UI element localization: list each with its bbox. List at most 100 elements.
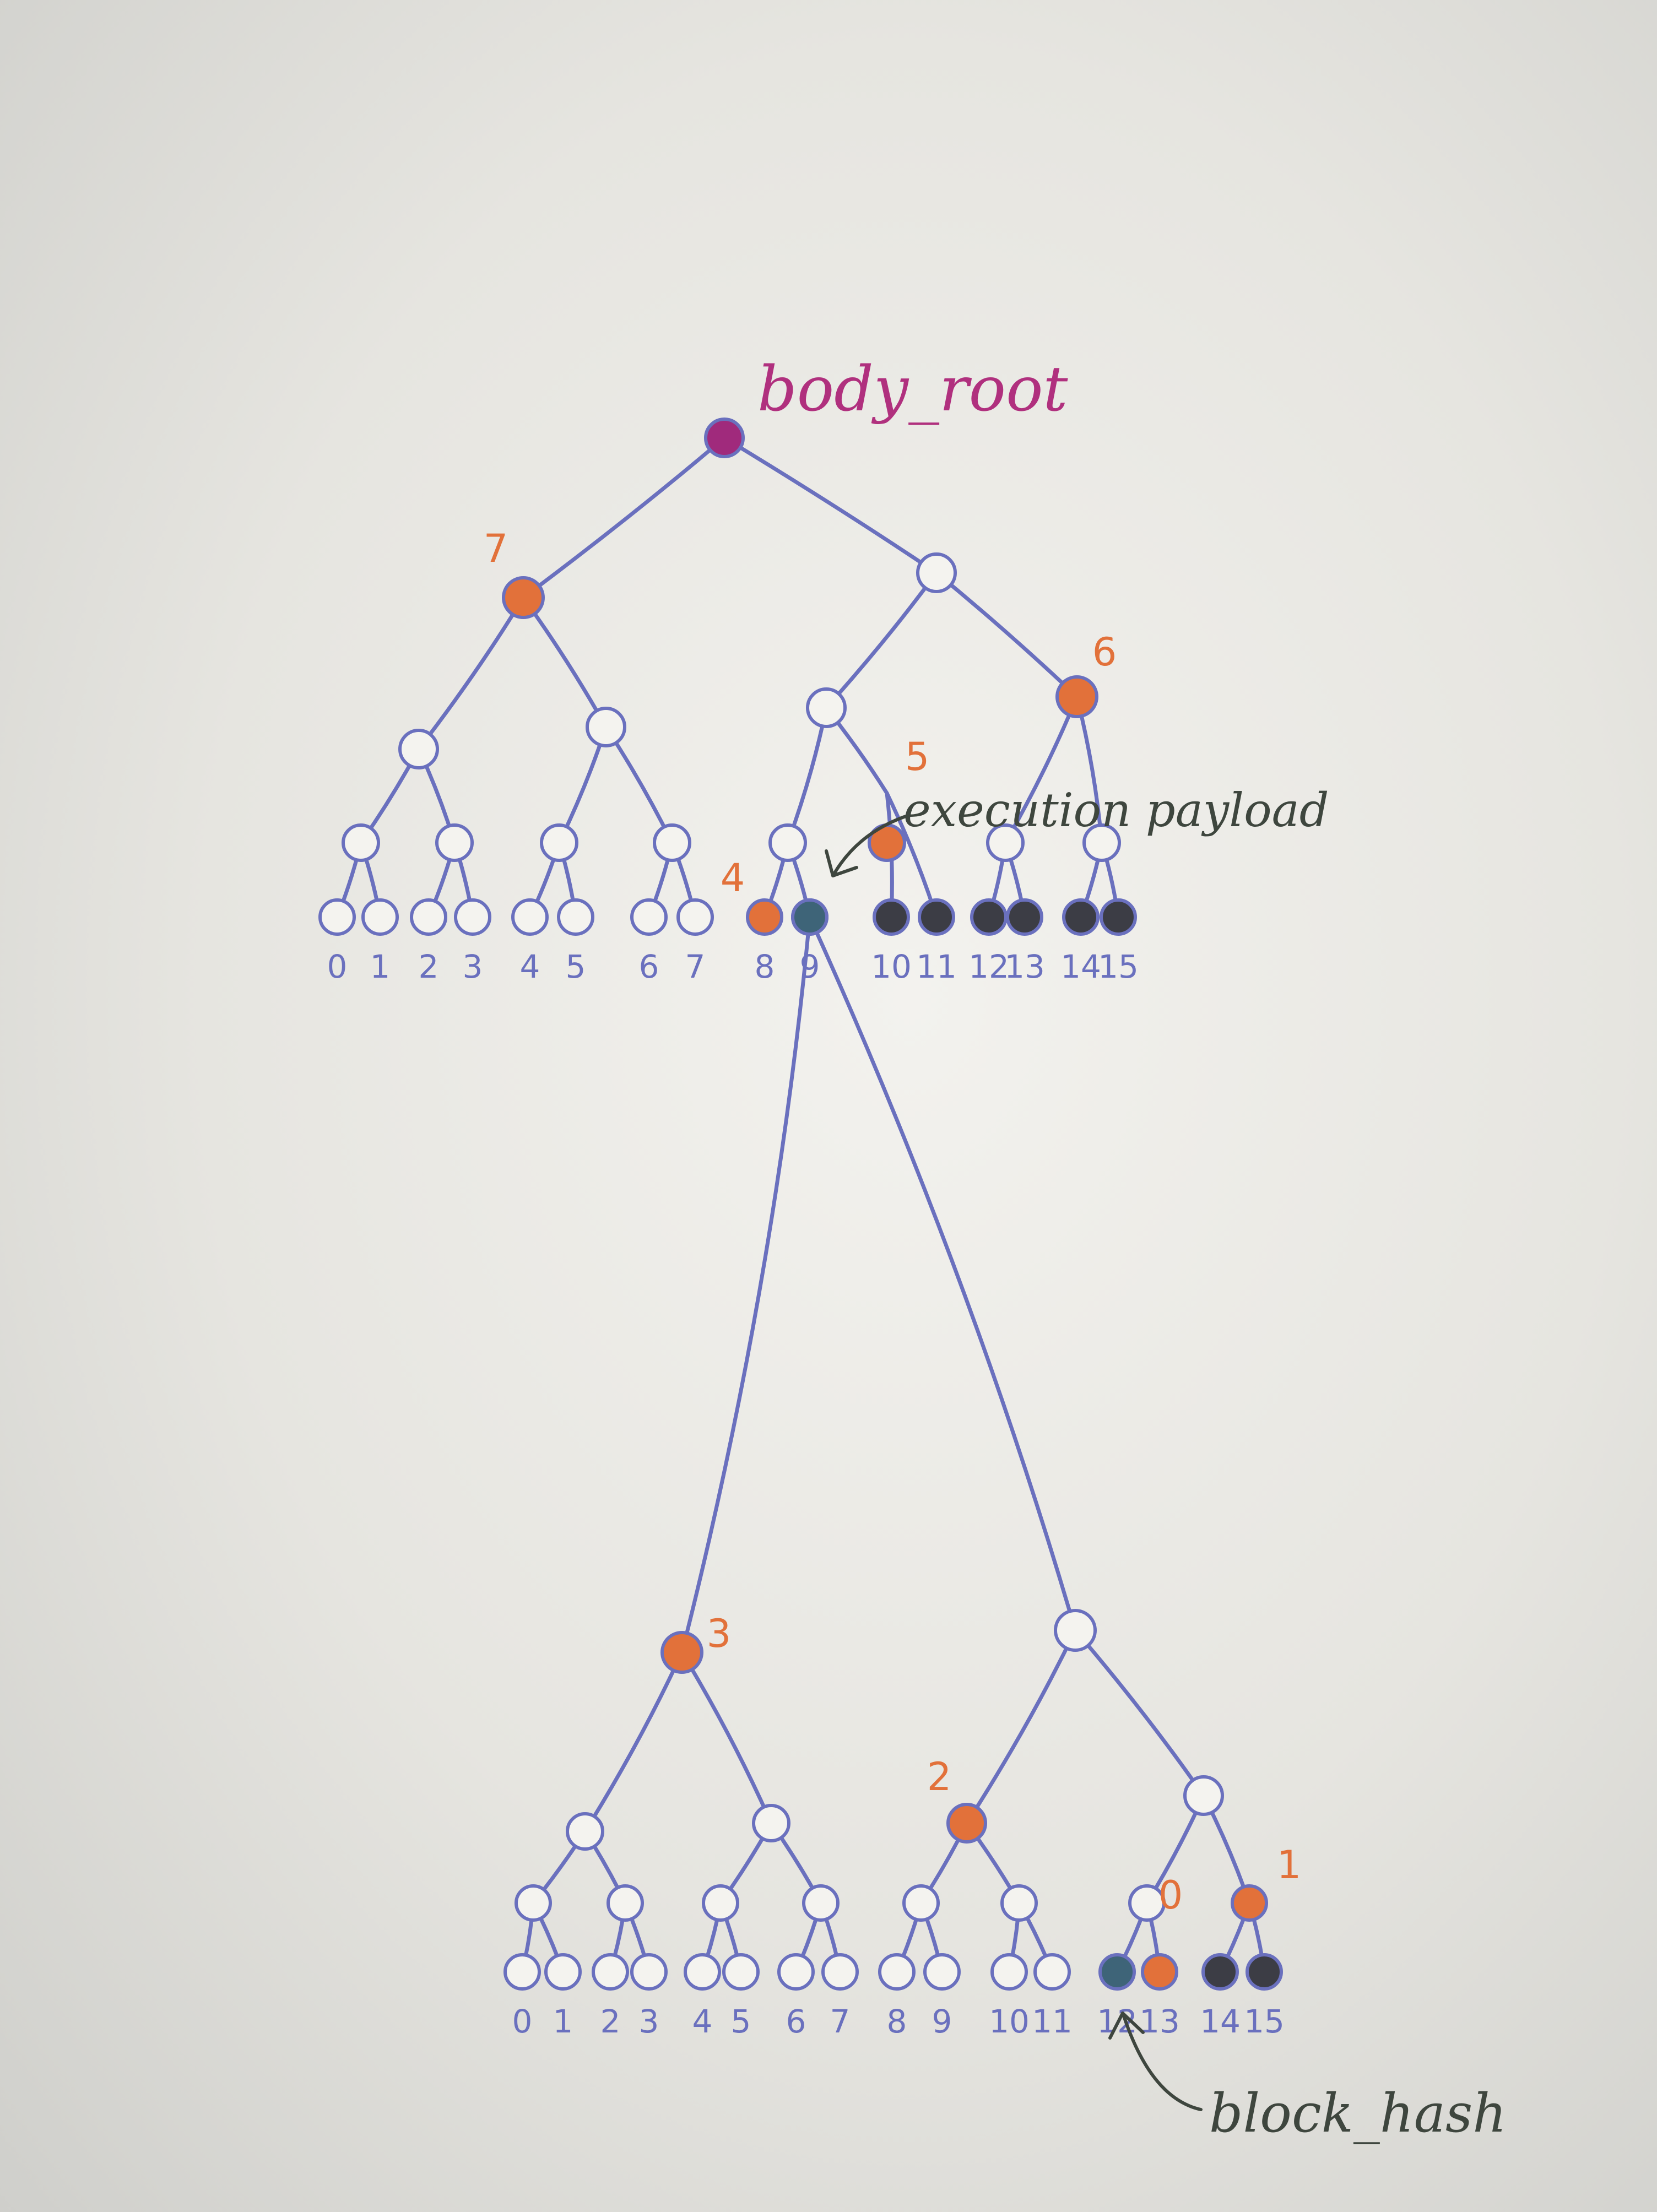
lower-leaf-14: [1201, 1953, 1239, 1991]
node-L30: [342, 823, 380, 862]
node-B: [916, 552, 957, 593]
lower-leaf-label-2: 2: [600, 2003, 621, 2040]
lower-leaf-label-13: 13: [1139, 2003, 1180, 2040]
lower-leaf-5: [722, 1953, 760, 1991]
upper-leaf-label-5: 5: [566, 948, 586, 985]
lower-leaf-label-8: 8: [887, 2003, 907, 2040]
upper-leaf-label-10: 10: [871, 948, 912, 985]
lower-leaf-11: [1033, 1953, 1071, 1991]
execution-payload-arrowhead: [825, 849, 858, 877]
node-LAB: [752, 1804, 790, 1842]
lower-leaf-label-5: 5: [731, 2003, 751, 2040]
edge-B-BA: [824, 571, 939, 710]
lower-leaf-8: [878, 1953, 916, 1991]
edge-LA-LAA: [583, 1650, 684, 1834]
lower-leaf-label-4: 4: [692, 2003, 713, 2040]
lower-leaf-label-15: 15: [1244, 2003, 1285, 2040]
upper-leaf-label-3: 3: [463, 948, 483, 985]
execution-payload-arrow: [833, 814, 911, 875]
body-root-label: body_root: [757, 354, 1068, 425]
upper-leaf-label-12: 12: [968, 948, 1009, 985]
lower-leaf-label-14: 14: [1200, 2003, 1241, 2040]
upper-leaf-label-14: 14: [1060, 948, 1101, 985]
node-LBB: [1183, 1775, 1224, 1816]
node-M34: [902, 1884, 940, 1922]
upper-leaf-13: [1006, 898, 1043, 936]
lower-leaf-label-7: 7: [830, 2003, 851, 2040]
lower-leaf-label-3: 3: [639, 2003, 659, 2040]
lower-leaf-label-11: 11: [1032, 2003, 1073, 2040]
node-M35: [1000, 1884, 1038, 1922]
lower-leaf-6: [777, 1953, 815, 1991]
edge-B-BB: [934, 571, 1079, 699]
node-M33: [802, 1884, 840, 1922]
tree-edges: [335, 436, 1266, 1974]
node-L32: [540, 823, 578, 862]
proof-node-7: [502, 576, 545, 619]
upper-leaf-0: [318, 898, 356, 936]
proof-node-0: [1141, 1953, 1178, 1991]
edge-A-AB: [521, 595, 608, 729]
edge-R-B: [722, 436, 939, 575]
lower-leaf-9: [923, 1953, 961, 1991]
tree-nodes: [318, 418, 1283, 1991]
upper-leaf-label-8: 8: [755, 948, 775, 985]
payload-left-edge: [680, 915, 812, 1655]
block-hash-label: block_hash: [1209, 2083, 1507, 2144]
node-M32: [702, 1884, 739, 1922]
proof-node-3: [660, 1631, 703, 1674]
block-hash-arrow: [1122, 2014, 1203, 2111]
lower-leaf-4: [684, 1953, 721, 1991]
proof-node-2: [946, 1803, 987, 1844]
upper-leaf-11: [918, 898, 955, 936]
upper-leaf-2: [410, 898, 447, 936]
upper-leaf-label-6: 6: [639, 948, 659, 985]
proof-index-label-4: 4: [721, 855, 745, 901]
upper-leaf-label-11: 11: [916, 948, 957, 985]
proof-index-label-1: 1: [1277, 1842, 1302, 1888]
lower-leaf-label-9: 9: [932, 2003, 952, 2040]
node-L36: [986, 823, 1025, 862]
upper-leaf-10: [873, 898, 910, 936]
proof-index-label-5: 5: [905, 734, 930, 779]
upper-leaf-6: [630, 898, 668, 936]
execution-payload-label: execution payload: [903, 783, 1329, 837]
node-M31: [607, 1884, 644, 1922]
lower-leaf-12: [1098, 1953, 1136, 1991]
node-L37: [1082, 823, 1121, 862]
payload-right-edge: [808, 915, 1077, 1633]
execution-payload-node: [791, 898, 829, 936]
edge-A-AA: [416, 595, 526, 751]
edge-LB-LBB: [1073, 1628, 1206, 1798]
node-LAA: [566, 1812, 604, 1851]
node-L31: [435, 823, 474, 862]
lower-leaf-3: [630, 1953, 668, 1991]
lower-leaf-15: [1246, 1953, 1283, 1991]
lower-leaf-0: [503, 1953, 541, 1991]
lower-leaf-label-0: 0: [512, 2003, 533, 2040]
upper-leaf-12: [970, 898, 1008, 936]
upper-leaf-label-9: 9: [800, 948, 820, 985]
proof-index-label-2: 2: [927, 1754, 952, 1799]
upper-leaf-7: [676, 898, 714, 936]
lower-leaf-2: [592, 1953, 629, 1991]
upper-leaf-5: [557, 898, 594, 936]
upper-leaf-15: [1100, 898, 1137, 936]
upper-leaf-14: [1062, 898, 1100, 936]
upper-leaf-label-7: 7: [685, 948, 706, 985]
upper-leaf-8: [746, 898, 783, 936]
node-L33: [653, 823, 691, 862]
lower-leaf-1: [544, 1953, 582, 1991]
upper-leaf-4: [511, 898, 549, 936]
lower-leaf-label-10: 10: [989, 2003, 1030, 2040]
lower-leaf-7: [821, 1953, 859, 1991]
upper-leaf-1: [361, 898, 399, 936]
upper-leaf-label-2: 2: [419, 948, 439, 985]
body-root-node: [704, 418, 745, 458]
block-hash-arrowhead: [1108, 2012, 1145, 2040]
upper-leaf-label-15: 15: [1098, 948, 1139, 985]
proof-node-1: [1231, 1884, 1268, 1922]
lower-leaf-10: [990, 1953, 1028, 1991]
